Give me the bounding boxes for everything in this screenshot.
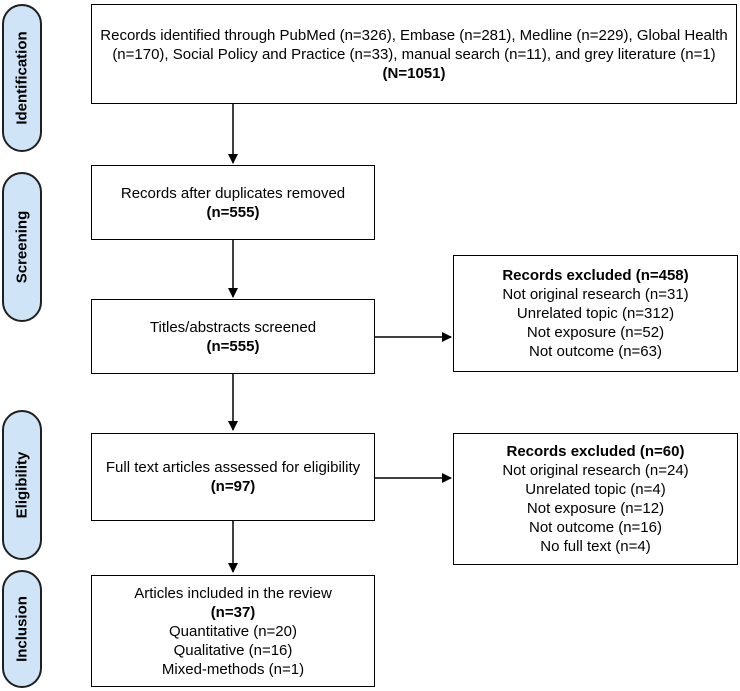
duplicates-removed-count: (n=555) bbox=[206, 203, 260, 221]
excluded-eligibility-item: Not original research (n=24) bbox=[502, 462, 689, 479]
box-full-text-assessed: Full text articles assessed for eligibil… bbox=[91, 433, 375, 521]
box-excluded-eligibility: Records excluded (n=60) Not original res… bbox=[453, 433, 738, 565]
box-articles-included: Articles included in the review (n=37) Q… bbox=[91, 575, 375, 687]
articles-included-item: Qualitative (n=16) bbox=[173, 641, 293, 659]
excluded-screening-item: Not original research (n=31) bbox=[502, 286, 689, 303]
excluded-screening-item: Not outcome (n=63) bbox=[529, 343, 662, 360]
excluded-screening-item: Unrelated topic (n=312) bbox=[516, 305, 675, 322]
stage-inclusion: Inclusion bbox=[2, 570, 42, 688]
stage-identification: Identification bbox=[2, 4, 42, 152]
articles-included-count: (n=37) bbox=[210, 603, 256, 621]
titles-screened-text: Titles/abstracts screened bbox=[149, 318, 317, 336]
stage-screening: Screening bbox=[2, 172, 42, 322]
excluded-eligibility-item: Not outcome (n=16) bbox=[529, 519, 662, 536]
excluded-eligibility-item: Unrelated topic (n=4) bbox=[525, 481, 666, 498]
articles-included-item: Mixed-methods (n=1) bbox=[161, 660, 305, 678]
titles-screened-count: (n=555) bbox=[206, 337, 260, 355]
duplicates-removed-text: Records after duplicates removed bbox=[120, 184, 346, 202]
stage-eligibility: Eligibility bbox=[2, 410, 42, 560]
articles-included-item: Quantitative (n=20) bbox=[169, 622, 297, 640]
box-records-identified: Records identified through PubMed (n=326… bbox=[91, 4, 737, 104]
excluded-eligibility-item: Not exposure (n=12) bbox=[526, 500, 665, 517]
excluded-eligibility-item: No full text (n=4) bbox=[540, 538, 651, 555]
box-titles-screened: Titles/abstracts screened (n=555) bbox=[91, 299, 375, 374]
excluded-screening-item: Not exposure (n=52) bbox=[526, 324, 665, 341]
records-identified-text: Records identified through PubMed (n=326… bbox=[100, 26, 728, 63]
excluded-screening-title: Records excluded (n=458) bbox=[502, 267, 689, 284]
full-text-assessed-text: Full text articles assessed for eligibil… bbox=[105, 459, 361, 476]
box-duplicates-removed: Records after duplicates removed (n=555) bbox=[91, 165, 375, 240]
full-text-assessed-count: (n=97) bbox=[210, 478, 256, 495]
articles-included-text: Articles included in the review bbox=[134, 584, 332, 602]
box-excluded-screening: Records excluded (n=458) Not original re… bbox=[453, 255, 738, 372]
excluded-eligibility-title: Records excluded (n=60) bbox=[506, 443, 685, 460]
records-identified-count: (N=1051) bbox=[382, 64, 446, 82]
